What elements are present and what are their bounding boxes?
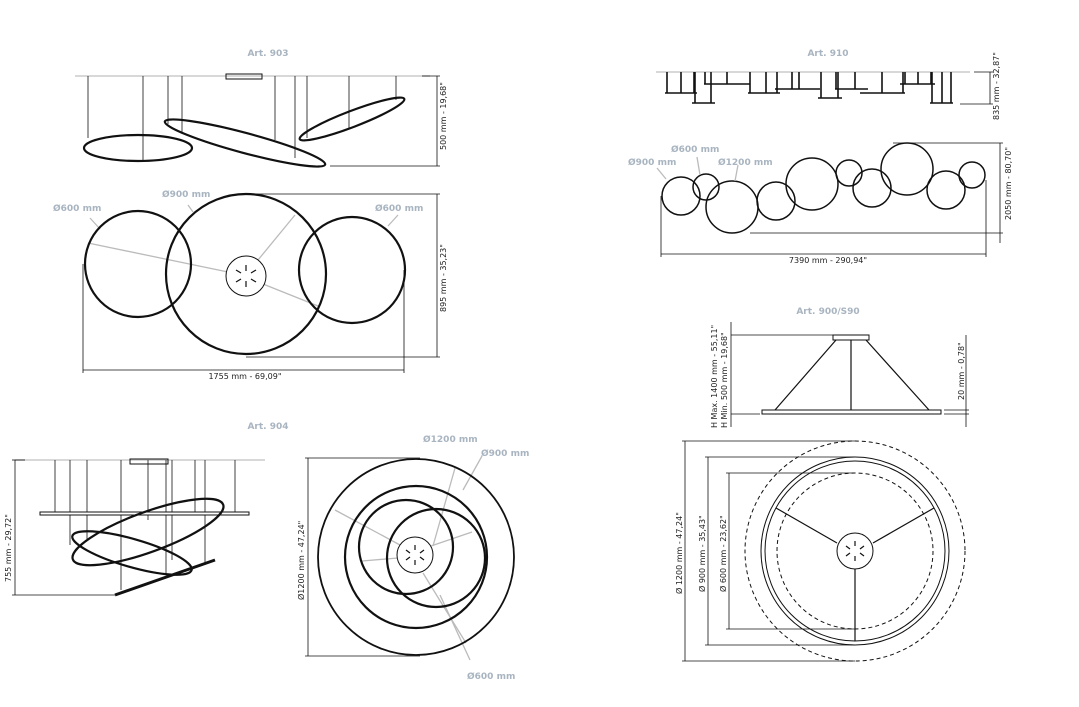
label-600: Ø600 mm bbox=[671, 144, 719, 155]
art-910-elevation: 835 mm - 32,87" bbox=[656, 52, 1001, 120]
label-600-left: Ø600 mm bbox=[53, 203, 101, 214]
ring-600-right bbox=[298, 96, 406, 142]
art-900-section: Art. 900/S90 H Max. 1400 mm - 55,11" H M… bbox=[674, 307, 969, 662]
hub-icon bbox=[396, 536, 434, 574]
ring-600-b-plan bbox=[385, 507, 487, 609]
ring-600-a-plan bbox=[357, 498, 455, 596]
label-900: Ø900 mm bbox=[628, 157, 676, 168]
ring-600-left bbox=[82, 133, 194, 163]
art-904-title: Art. 904 bbox=[247, 422, 288, 432]
art-904-elevation: 755 mm - 29,72" bbox=[4, 458, 265, 597]
art-900-plan: Ø 1200 mm - 47,24" Ø 900 mm - 35,43" Ø 6… bbox=[674, 440, 966, 662]
ring-900-elev bbox=[71, 530, 193, 576]
ring-900-plan bbox=[343, 484, 489, 630]
art-910-plan: Ø900 mm Ø600 mm Ø1200 mm 7390 mm - 290,9… bbox=[628, 142, 1013, 265]
art-903-height-dim: 500 mm - 19,68" bbox=[439, 82, 448, 150]
art-904-height-dim: 755 mm - 29,72" bbox=[4, 514, 13, 582]
art-904-diameter-dim: Ø1200 mm - 47,24" bbox=[296, 521, 306, 600]
hub-icon bbox=[225, 255, 267, 297]
hub-icon bbox=[836, 532, 874, 570]
dia-600-dim: Ø 600 mm - 23,62" bbox=[718, 515, 728, 592]
art-900-title: Art. 900/S90 bbox=[796, 307, 859, 317]
art-903-title: Art. 903 bbox=[247, 49, 288, 59]
thickness-dim: 20 mm - 0,78" bbox=[957, 342, 966, 400]
canopy bbox=[225, 73, 263, 80]
h-max-dim: H Max. 1400 mm - 55,11" bbox=[710, 325, 719, 428]
label-900: Ø900 mm bbox=[481, 448, 529, 459]
art-910-width-dim: 7390 mm - 290,94" bbox=[789, 256, 867, 265]
ring-600-right-plan bbox=[297, 215, 407, 325]
art-910-depth-dim: 2050 mm - 80,70" bbox=[1004, 147, 1013, 220]
label-900: Ø900 mm bbox=[162, 189, 210, 200]
art-903-plan: Ø600 mm Ø900 mm Ø600 mm 895 mm - 35,23" … bbox=[53, 189, 448, 381]
h-min-dim: H Min. 500 mm - 19,68" bbox=[720, 332, 729, 428]
art-900-elevation: H Max. 1400 mm - 55,11" H Min. 500 mm - … bbox=[710, 322, 969, 428]
ring-600-left-plan bbox=[83, 209, 193, 319]
ring-1200-elev bbox=[71, 497, 225, 567]
ring-1200-dashed bbox=[744, 440, 966, 662]
art-910-height-dim: 835 mm - 32,87" bbox=[992, 52, 1001, 120]
label-600: Ø600 mm bbox=[467, 671, 515, 682]
art-903-elevation: 500 mm - 19,68" bbox=[75, 73, 448, 168]
art-903-width-dim: 1755 mm - 69,09" bbox=[208, 372, 281, 381]
dia-1200-dim: Ø 1200 mm - 47,24" bbox=[674, 512, 684, 594]
ring-1200-plan bbox=[317, 458, 515, 656]
art-910-section: Art. 910 835 mm - 32,87" bbox=[628, 49, 1013, 265]
dia-900-dim: Ø 900 mm - 35,43" bbox=[697, 515, 707, 592]
art-903-section: Art. 903 500 mm - 19,68" bbox=[53, 49, 448, 381]
label-1200: Ø1200 mm bbox=[718, 157, 773, 168]
art-904-plan: Ø1200 mm Ø900 mm Ø600 mm Ø1200 mm - 47,2… bbox=[296, 434, 529, 682]
art-904-section: Art. 904 755 mm - 29,72" bbox=[4, 422, 529, 682]
ring-900 bbox=[163, 118, 327, 168]
art-903-depth-dim: 895 mm - 35,23" bbox=[439, 244, 448, 312]
label-600-right: Ø600 mm bbox=[375, 203, 423, 214]
art-910-title: Art. 910 bbox=[807, 49, 848, 59]
label-1200: Ø1200 mm bbox=[423, 434, 478, 445]
